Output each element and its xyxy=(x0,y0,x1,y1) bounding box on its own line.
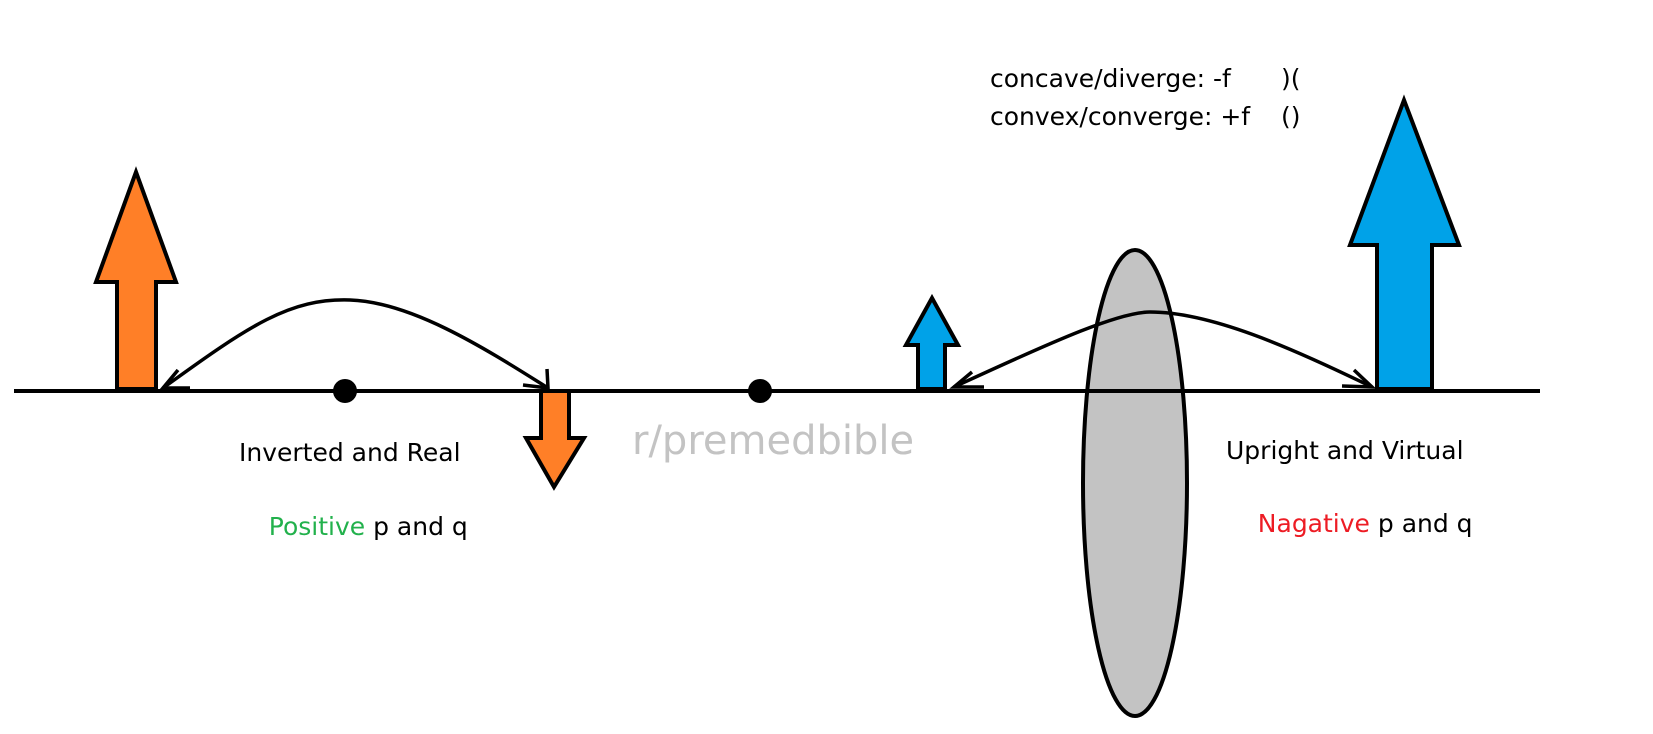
right-case-sign: Nagative p and q xyxy=(1226,480,1473,567)
right-sign-word: Nagative xyxy=(1257,509,1370,538)
right-arrowhead-start xyxy=(949,370,984,389)
concave-legend-symbol: )( xyxy=(1281,64,1301,93)
focal-point-center xyxy=(748,379,772,403)
left-arrowhead-end xyxy=(522,368,550,390)
convex-lens xyxy=(1081,248,1189,718)
right-double-arrow-curve xyxy=(953,310,1373,389)
orange-down-arrow-icon xyxy=(522,389,588,491)
convex-legend-symbol: () xyxy=(1281,102,1301,131)
watermark: r/premedbible xyxy=(632,418,915,464)
left-case-title: Inverted and Real xyxy=(239,438,461,467)
convex-legend-text: convex/converge: +f xyxy=(990,102,1251,131)
left-sign-word: Positive xyxy=(268,512,366,541)
right-arrowhead-end xyxy=(1341,368,1377,389)
concave-legend-text: concave/diverge: -f xyxy=(990,64,1231,93)
left-double-arrow-curve xyxy=(161,298,549,390)
left-sign-rest: p and q xyxy=(365,512,468,541)
right-sign-rest: p and q xyxy=(1369,509,1473,538)
left-arrowhead-start xyxy=(159,368,190,390)
right-case-title: Upright and Virtual xyxy=(1226,436,1464,465)
blue-large-up-arrow-icon xyxy=(1347,94,1462,391)
focal-point-left xyxy=(333,379,357,403)
left-case-sign: Positive p and q xyxy=(237,483,468,570)
blue-small-up-arrow-icon xyxy=(902,293,962,391)
orange-up-arrow-icon xyxy=(93,166,179,391)
